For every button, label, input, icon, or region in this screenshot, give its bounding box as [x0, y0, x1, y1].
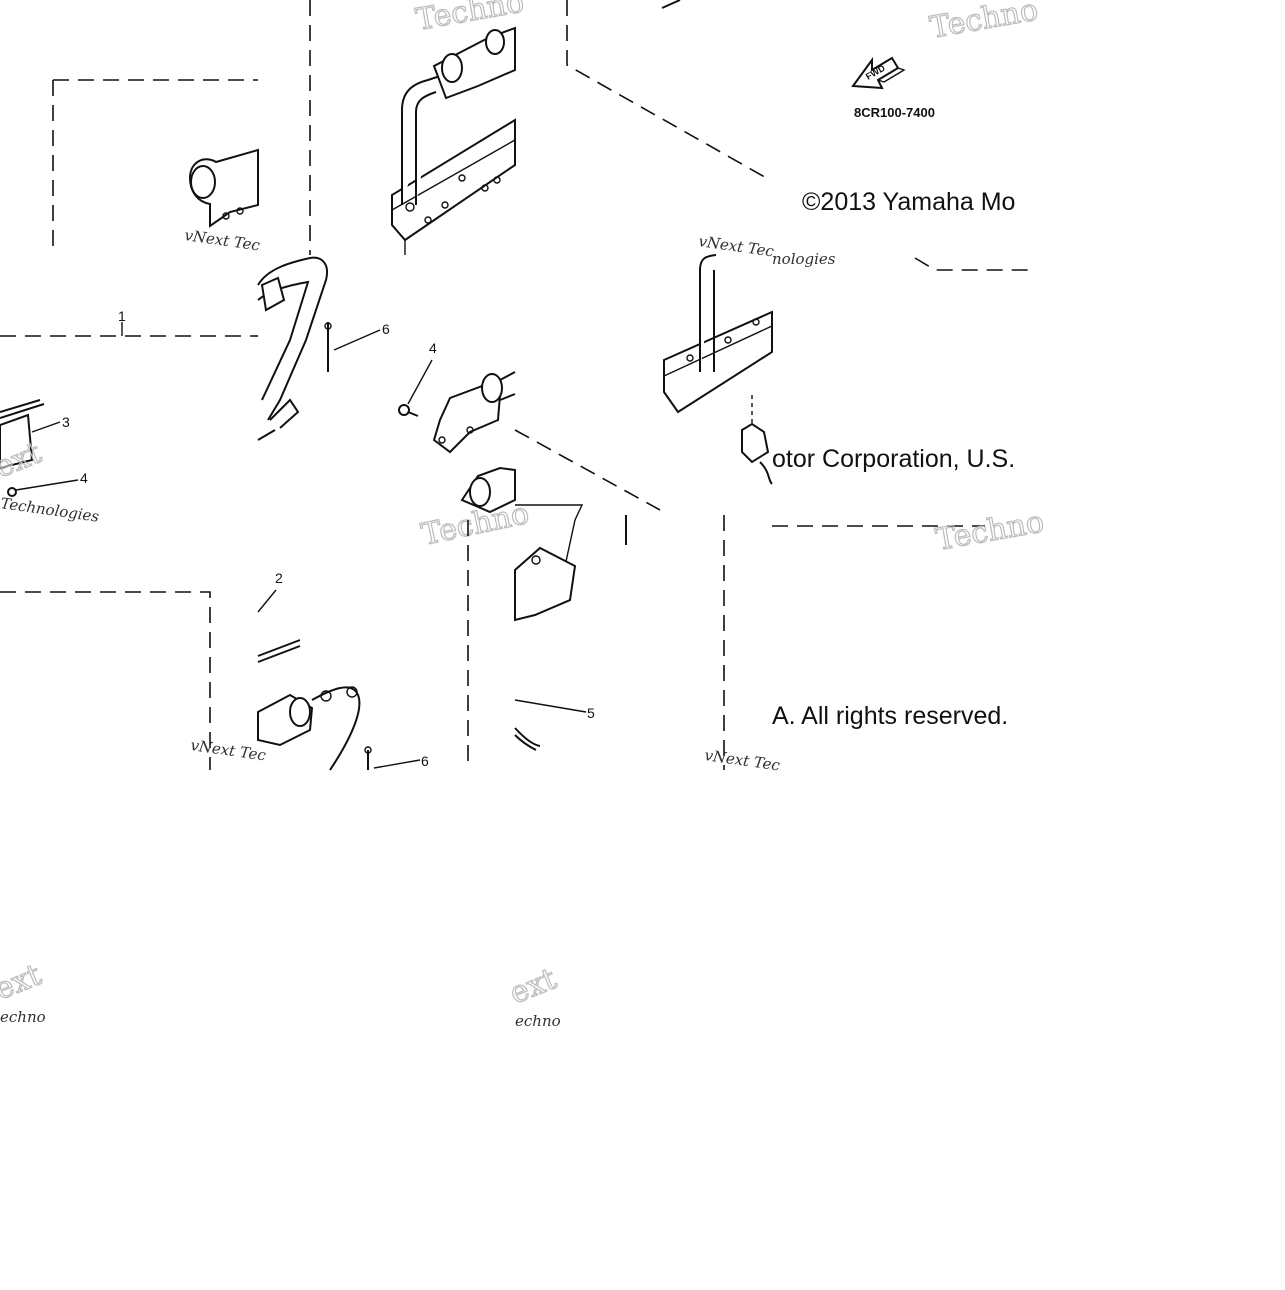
callout-label: 6	[382, 321, 390, 337]
leader-line	[31, 421, 61, 433]
grab-bar-tube	[699, 254, 717, 372]
dashed-boundary	[914, 257, 1028, 271]
grab-bar-loop	[311, 686, 361, 771]
fwd-arrow-icon: FWD	[851, 56, 906, 90]
tile-lower-left: 2 6 vNext Tec	[0, 520, 469, 771]
leader-line	[15, 479, 79, 491]
clamp-cap	[289, 697, 311, 727]
bolt-hole	[493, 176, 501, 184]
bolt-hole	[424, 216, 432, 224]
callout-label: 2	[275, 570, 283, 586]
bracket-fragment	[0, 413, 34, 470]
rail-fragment	[257, 429, 276, 441]
clamp-cap	[485, 29, 505, 55]
bolt-hole	[405, 202, 415, 212]
clamp-cap	[441, 53, 463, 83]
bolt-shank	[407, 411, 419, 417]
bolt-hole	[438, 436, 446, 444]
copyright-line-1: ©2013 Yamaha Mo	[802, 188, 1015, 216]
bolt-hole	[222, 212, 230, 220]
bolt-hole	[752, 318, 760, 326]
cotter-pin-head	[324, 322, 332, 330]
tile-lower-right: A. All rights reserved.	[772, 702, 1008, 730]
callout-label: 6	[421, 753, 429, 769]
part-fragment	[661, 0, 681, 9]
callout-label: 5	[587, 705, 595, 721]
rail-fragment	[499, 371, 516, 401]
clamp-cap	[481, 373, 503, 403]
bolt-hole	[441, 201, 449, 209]
bolt-hole	[236, 207, 244, 215]
dashed-boundary	[566, 0, 771, 181]
rail-base	[391, 118, 516, 242]
cotter-pin-head	[364, 746, 372, 754]
bolt-icon	[7, 487, 17, 497]
bolt-hole	[458, 174, 466, 182]
bolt-hole	[531, 555, 541, 565]
rail-fragment	[0, 399, 45, 419]
rail-edge	[663, 325, 773, 377]
callout-label: 1	[118, 308, 126, 324]
rail-edge	[391, 139, 516, 211]
dashed-boundary	[514, 429, 661, 511]
grab-bar-tube	[415, 91, 437, 205]
copyright-line-3: A. All rights reserved.	[772, 702, 1008, 730]
bolt-hole	[686, 354, 694, 362]
callout-label: 4	[80, 470, 88, 486]
clamp-cap	[469, 477, 491, 507]
bolt-hole	[481, 184, 489, 192]
callout-label: 3	[62, 414, 70, 430]
bracket-fragment	[269, 398, 300, 429]
rail-fragment	[514, 727, 541, 751]
leader-line	[407, 359, 433, 405]
bracket-plate	[514, 546, 577, 622]
callout-label: 4	[429, 340, 437, 356]
leader-line	[514, 699, 587, 713]
bolt-hole	[724, 336, 732, 344]
dashed-boundary	[0, 591, 211, 770]
leader-line	[333, 329, 381, 351]
wire	[759, 461, 773, 485]
bracket-fragment	[515, 504, 584, 581]
switch-icon	[741, 422, 770, 464]
tile-right-middle: vNext Tec nologies otor Corporation, U.S…	[663, 232, 1047, 558]
watermark-text: echno	[0, 1008, 46, 1026]
tile-top-center: Techno	[309, 0, 527, 255]
bolt-icon	[398, 404, 410, 416]
bolt-hole	[320, 690, 332, 702]
bolt-hole	[466, 426, 474, 434]
rail-fragment	[257, 639, 301, 663]
leader-line	[257, 589, 277, 613]
bar-clamp	[260, 276, 286, 312]
part-number: 8CR100-7400	[854, 105, 935, 120]
watermark-text: echno	[515, 1012, 561, 1030]
watermark-text: nologies	[772, 250, 836, 268]
clamp-end	[190, 165, 216, 199]
bolt-hole	[346, 686, 358, 698]
copyright-line-2: otor Corporation, U.S.	[772, 445, 1015, 473]
leader-line	[373, 759, 421, 769]
